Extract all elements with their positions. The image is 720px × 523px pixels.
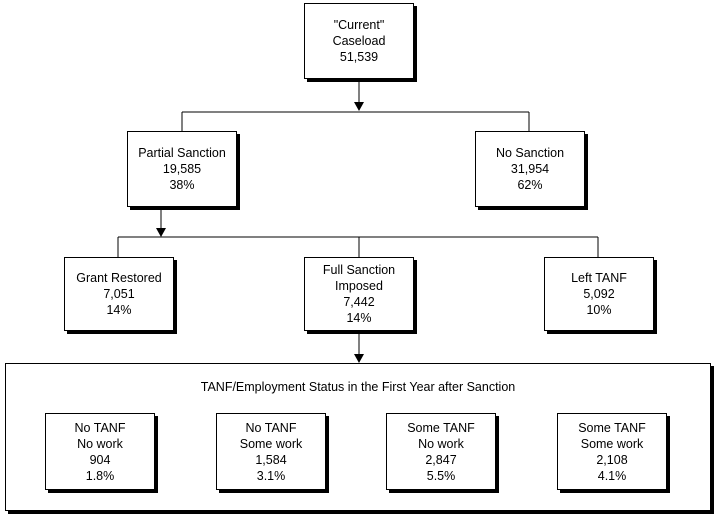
no-sanction-pct: 62% bbox=[517, 178, 543, 192]
status-pct: 5.5% bbox=[426, 468, 456, 483]
full-sanction-pct: 14% bbox=[346, 311, 372, 325]
status-line2: No work bbox=[418, 436, 464, 451]
full-sanction-label-line1: Full Sanction bbox=[322, 263, 396, 277]
status-line1: Some TANF bbox=[407, 420, 475, 435]
grant-restored-pct: 14% bbox=[106, 303, 132, 317]
grant-restored-count: 7,051 bbox=[103, 287, 135, 301]
left-tanf-box: Left TANF 5,092 10% bbox=[544, 257, 654, 331]
arrow-down-icon bbox=[354, 354, 364, 363]
status-line2: Some work bbox=[580, 436, 644, 451]
status-line2: No work bbox=[77, 436, 123, 451]
left-tanf-pct: 10% bbox=[586, 303, 612, 317]
full-sanction-label-line2: Imposed bbox=[335, 279, 383, 293]
status-count: 2,108 bbox=[596, 452, 628, 467]
status-count: 2,847 bbox=[425, 452, 457, 467]
grant-restored-label: Grant Restored bbox=[76, 271, 162, 285]
status-line1: No TANF bbox=[245, 420, 297, 435]
partial-sanction-pct: 38% bbox=[169, 178, 195, 192]
partial-sanction-label: Partial Sanction bbox=[138, 146, 226, 160]
left-tanf-count: 5,092 bbox=[583, 287, 615, 301]
current-caseload-box: "Current" Caseload 51,539 bbox=[304, 3, 414, 79]
status-panel-title: TANF/Employment Status in the First Year… bbox=[200, 380, 516, 394]
status-pct: 4.1% bbox=[597, 468, 627, 483]
status-line2: Some work bbox=[239, 436, 303, 451]
status-box-no-tanf-no-work: No TANF No work 904 1.8% bbox=[45, 413, 155, 490]
caseload-title-line2: Caseload bbox=[332, 34, 386, 48]
status-pct: 1.8% bbox=[85, 468, 115, 483]
caseload-count: 51,539 bbox=[339, 50, 379, 64]
no-sanction-count: 31,954 bbox=[510, 162, 550, 176]
status-count: 1,584 bbox=[255, 452, 287, 467]
arrow-down-icon bbox=[156, 228, 166, 237]
no-sanction-box: No Sanction 31,954 62% bbox=[475, 131, 585, 207]
status-box-no-tanf-some-work: No TANF Some work 1,584 3.1% bbox=[216, 413, 326, 490]
status-box-some-tanf-some-work: Some TANF Some work 2,108 4.1% bbox=[557, 413, 667, 490]
status-box-some-tanf-no-work: Some TANF No work 2,847 5.5% bbox=[386, 413, 496, 490]
full-sanction-count: 7,442 bbox=[343, 295, 375, 309]
status-count: 904 bbox=[89, 452, 111, 467]
no-sanction-label: No Sanction bbox=[495, 146, 565, 160]
full-sanction-box: Full Sanction Imposed 7,442 14% bbox=[304, 257, 414, 331]
left-tanf-label: Left TANF bbox=[571, 271, 627, 285]
status-line1: Some TANF bbox=[578, 420, 646, 435]
status-line1: No TANF bbox=[74, 420, 126, 435]
arrow-down-icon bbox=[354, 102, 364, 111]
status-pct: 3.1% bbox=[256, 468, 286, 483]
partial-sanction-count: 19,585 bbox=[162, 162, 202, 176]
partial-sanction-box: Partial Sanction 19,585 38% bbox=[127, 131, 237, 207]
grant-restored-box: Grant Restored 7,051 14% bbox=[64, 257, 174, 331]
caseload-title-line1: "Current" bbox=[333, 18, 385, 32]
